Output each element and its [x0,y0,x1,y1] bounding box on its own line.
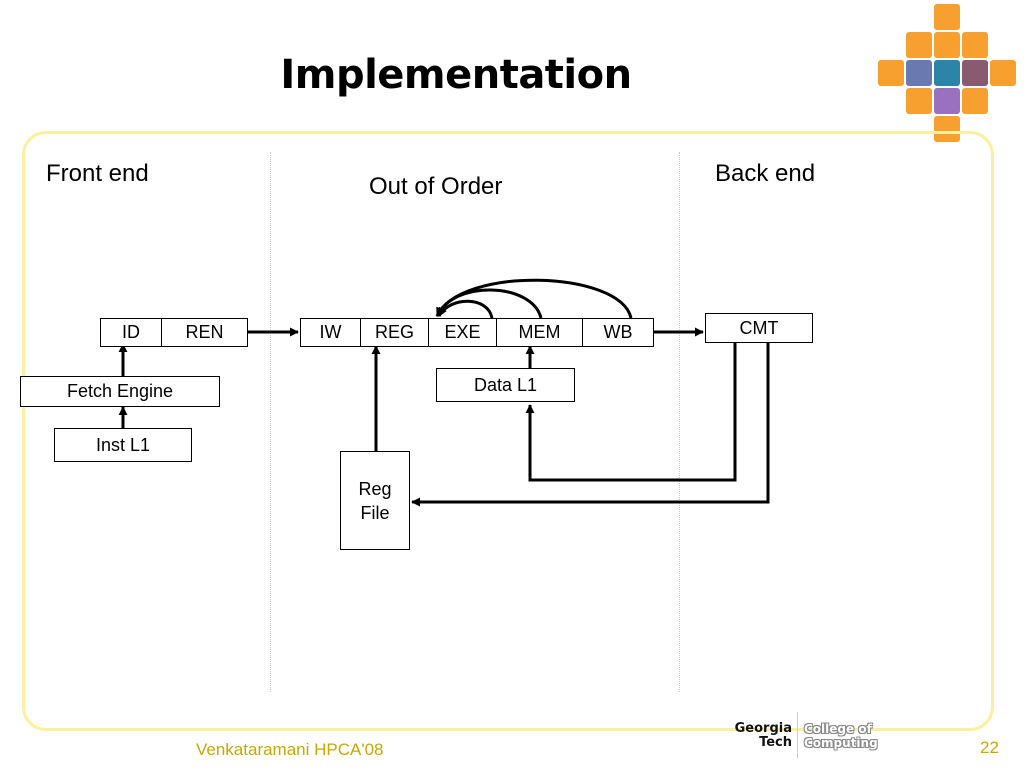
logo-college-line1: College of [804,722,872,736]
block-ren: REN [161,319,247,346]
arrow-cmt-to-datal1 [525,343,737,482]
front-end-pipeline: ID REN [100,318,248,347]
logo-college-line2: Computing [804,736,878,750]
georgia-tech-logo: Georgia Tech College of Computing [724,710,888,760]
block-exe: EXE [428,319,496,346]
logo-name-line2: Tech [759,735,792,750]
logo-divider [797,712,798,758]
block-fetch-engine: Fetch Engine [20,376,220,407]
divider-front-ooo [270,152,271,692]
reg-file-label-line1: Reg [358,478,392,499]
slide-title: Implementation [280,52,632,98]
reg-file-label-line2: File [360,502,390,523]
section-label-out-of-order: Out of Order [369,173,503,200]
page-number: 22 [980,738,999,757]
footer-author: Venkataramani HPCA'08 [196,740,384,759]
decorative-tile-logo [876,2,1024,150]
block-cmt: CMT [705,313,813,343]
content-frame [22,131,994,731]
block-iw: IW [319,322,342,342]
block-inst-l1: Inst L1 [54,428,192,462]
block-reg-file: Reg File [340,451,410,550]
divider-ooo-back [679,152,680,692]
block-reg: REG [360,319,428,346]
section-label-front-end: Front end [46,160,149,187]
logo-name: Georgia Tech [726,722,792,750]
logo-college: College of Computing [804,722,888,750]
block-id: ID [122,322,140,342]
arrow-cmt-to-regfile [411,343,770,507]
block-mem: MEM [496,319,582,346]
logo-name-line1: Georgia [734,721,792,736]
bypass-wb-to-exe [435,278,633,319]
ooo-pipeline: IW REG EXE MEM WB [300,318,654,347]
section-label-back-end: Back end [715,160,816,187]
block-data-l1: Data L1 [436,368,575,402]
block-wb: WB [582,319,653,346]
